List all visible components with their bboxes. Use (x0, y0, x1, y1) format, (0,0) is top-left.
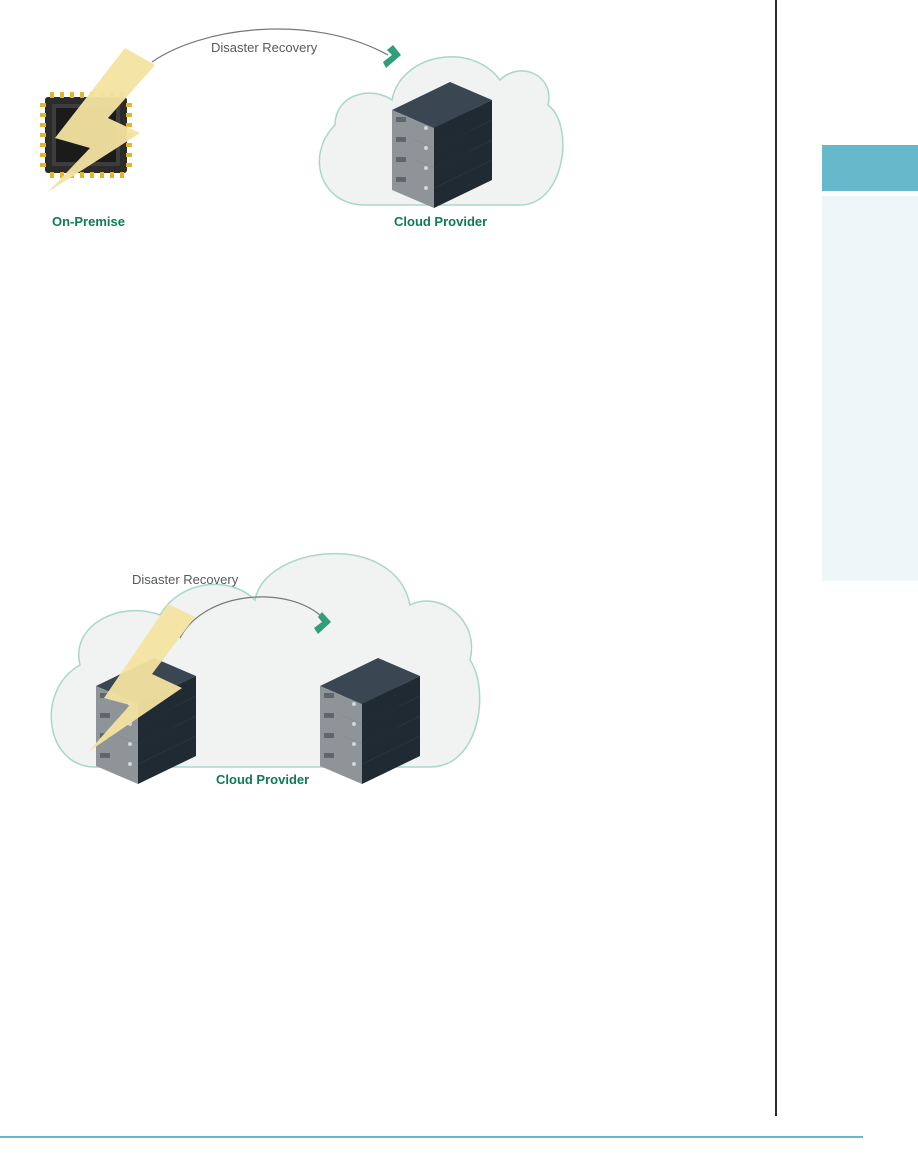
sidebar-panel (822, 196, 918, 581)
cloud-provider-label-top: Cloud Provider (394, 214, 488, 229)
cloud-provider-label-bottom: Cloud Provider (216, 772, 310, 787)
arrow-head-bottom (314, 612, 331, 634)
arrow-label-top: Disaster Recovery (211, 40, 318, 55)
lightning-bolt-icon (48, 48, 155, 192)
arrow-label-bottom: Disaster Recovery (132, 572, 239, 587)
vertical-divider-line (775, 0, 777, 1116)
sidebar-tab (822, 145, 918, 191)
arrow-head-top (383, 45, 401, 68)
lightning-bolt-icon-bottom (88, 604, 195, 752)
recovery-arrow-top (151, 28, 389, 63)
on-premise-label: On-Premise (52, 214, 125, 229)
recovery-arrow-bottom (179, 596, 324, 639)
footer-rule (0, 1136, 863, 1138)
